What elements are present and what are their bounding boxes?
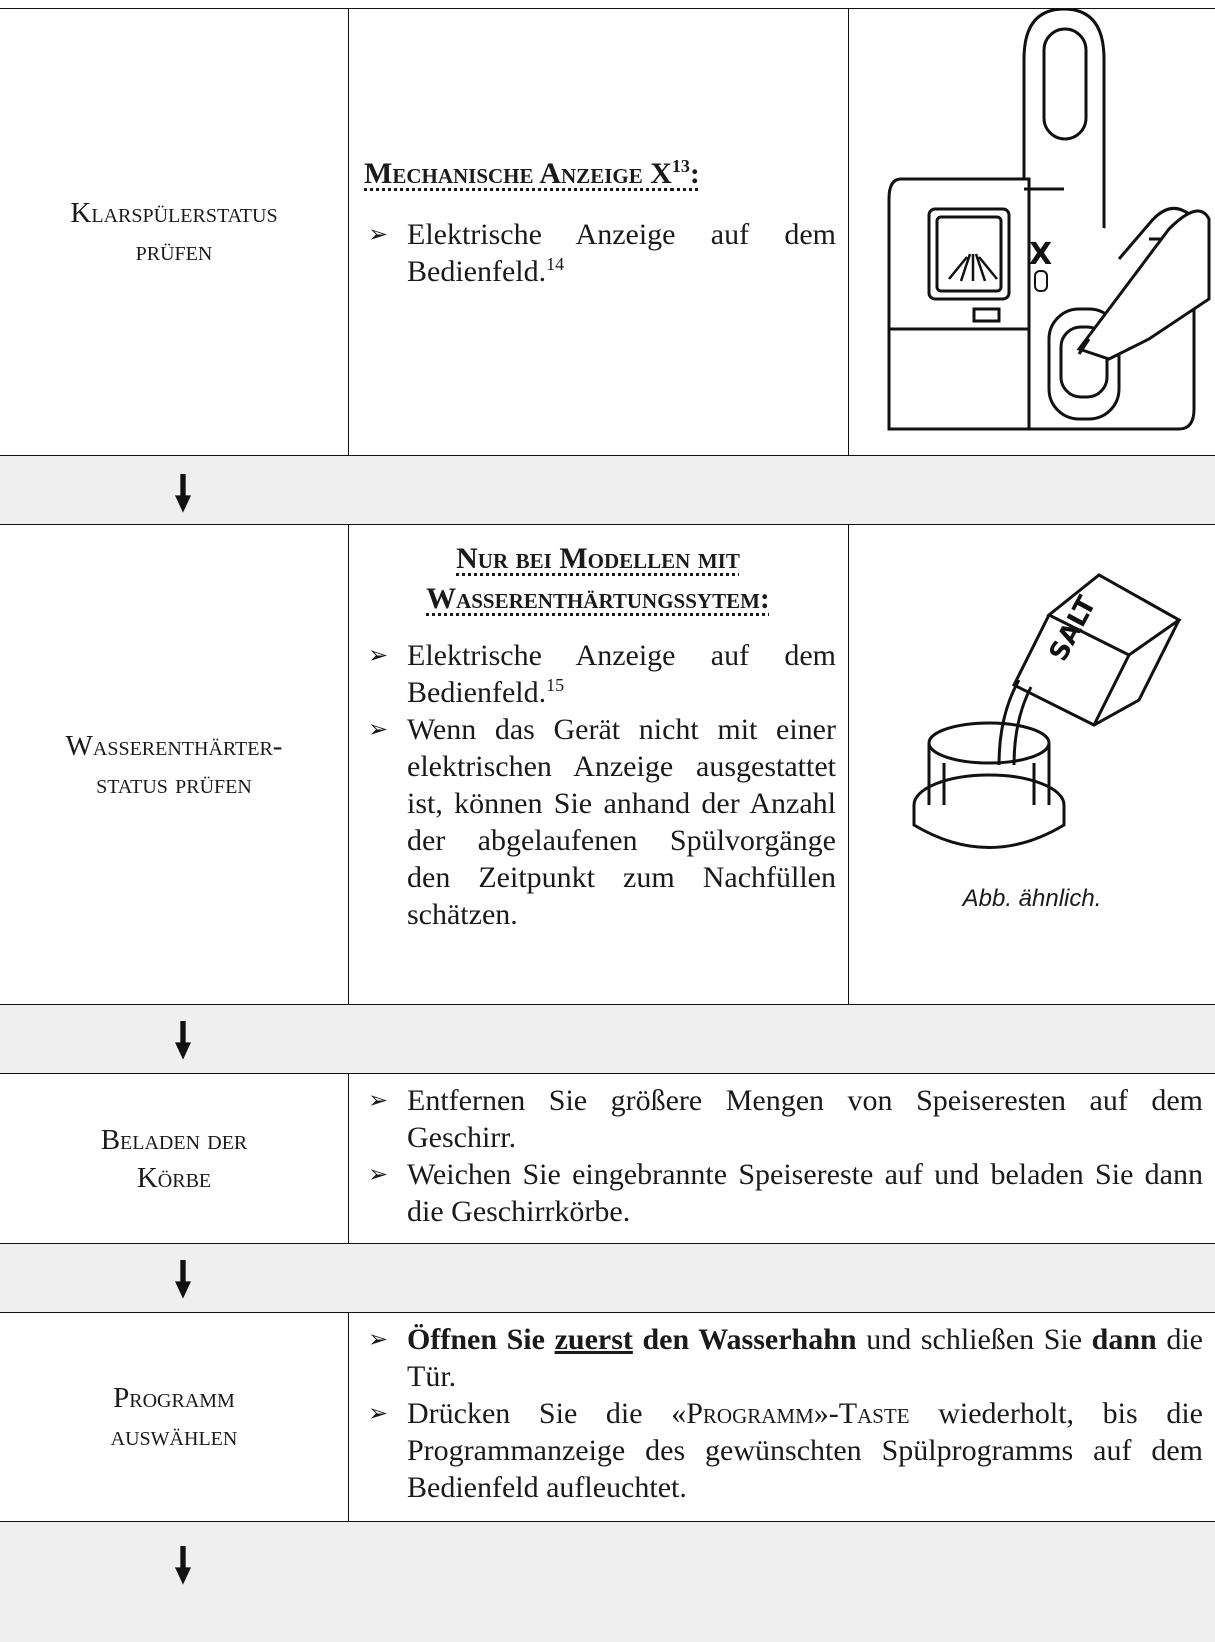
arrow-down-icon — [175, 1260, 191, 1299]
rinse-aid-dispenser-illustration: X — [848, 7, 1215, 455]
bullet-item: Entfernen Sie größere Mengen von Speiser… — [360, 1082, 1203, 1156]
bullet-item: Elektrische Anzeige auf dem Bedienfeld.1… — [360, 216, 836, 290]
image-caption: Abb. ähnlich. — [962, 885, 1102, 912]
arrow-down-icon — [175, 1546, 191, 1585]
flow-arrow-row — [0, 456, 1215, 524]
arrow-down-icon — [175, 474, 191, 513]
step-heading: Mechanische Anzeige X13: — [364, 156, 700, 190]
step-water-softener: Wasserenthärter-status prüfen Nur bei Mo… — [0, 524, 1215, 1005]
bullet-item: Wenn das Gerät nicht mit einer elektrisc… — [360, 711, 836, 933]
rinse-aid-dispenser-icon: X — [887, 7, 1211, 431]
flow-arrow-row — [0, 1244, 1215, 1312]
arrow-down-icon — [175, 1021, 191, 1060]
bullet-item: Elektrische Anzeige auf dem Bedienfeld.1… — [360, 637, 836, 711]
step-label: Wasserenthärter-status prüfen — [0, 525, 349, 1004]
step-body: Mechanische Anzeige X13: Elektrische Anz… — [348, 9, 848, 455]
salt-box-icon: SALT — [912, 573, 1182, 849]
flow-arrow-row — [0, 1522, 1215, 1642]
svg-text:X: X — [1029, 237, 1052, 272]
bullet-item: Weichen Sie eingebrannte Speisereste auf… — [360, 1156, 1203, 1230]
salt-refill-illustration: SALT Abb. ähnlich. — [848, 525, 1215, 1004]
flow-arrow-row — [0, 1005, 1215, 1073]
step-body: Öffnen Sie zuerst den Wasserhahn und sch… — [348, 1313, 1215, 1521]
step-body: Entfernen Sie größere Mengen von Speiser… — [348, 1074, 1215, 1243]
bullet-item: Drücken Sie die «Programm»-Taste wiederh… — [360, 1395, 1203, 1506]
bullet-item: Öffnen Sie zuerst den Wasserhahn und sch… — [360, 1321, 1203, 1395]
